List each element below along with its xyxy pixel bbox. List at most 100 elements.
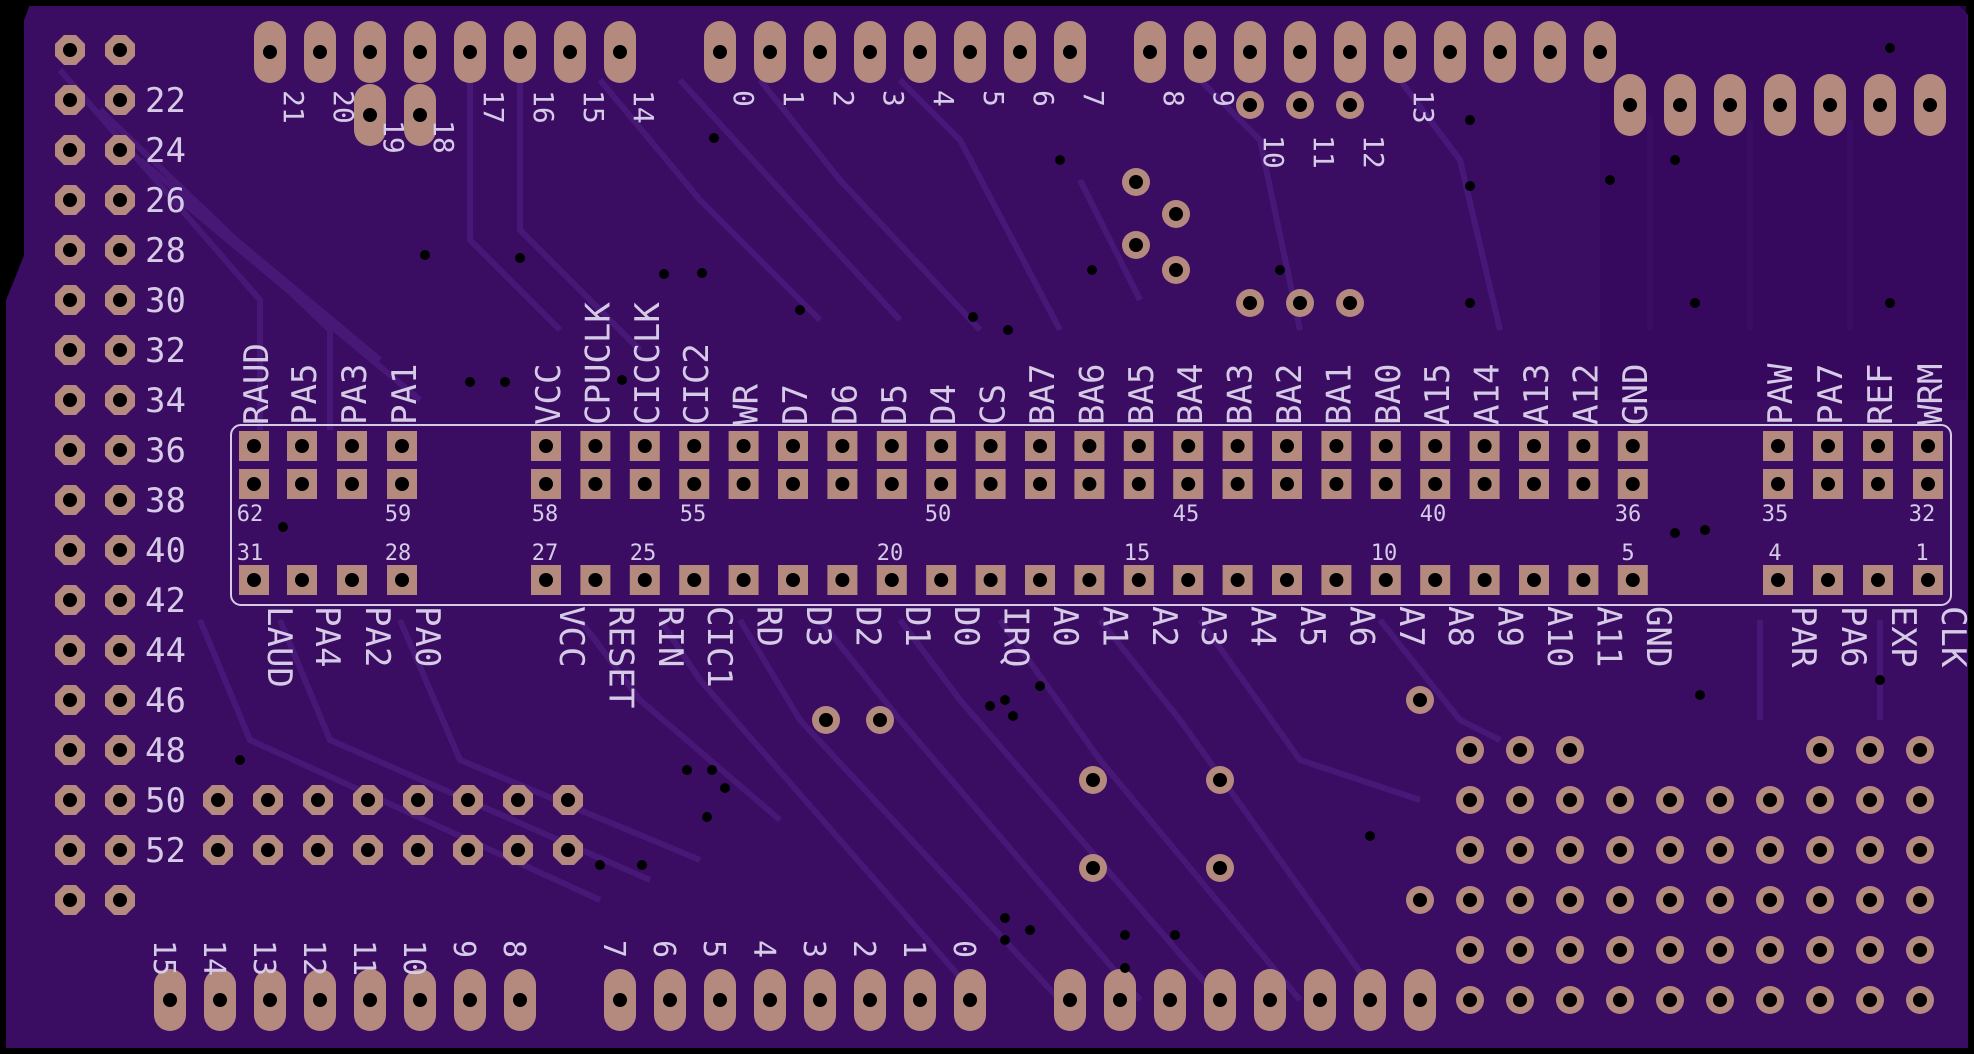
connector-bottom-signal: PA4 — [307, 606, 347, 667]
connector-pad — [1074, 469, 1105, 499]
top-header-pad — [704, 21, 736, 83]
connector-top-signal: VCC — [529, 364, 569, 425]
connector-top-signal: D6 — [825, 384, 865, 425]
connector-top-signal: WRM — [1911, 364, 1951, 425]
pin-number: 36 — [1615, 502, 1642, 527]
top-header-pad — [754, 21, 786, 83]
proto-pad — [1706, 986, 1734, 1014]
vias — [235, 43, 1895, 973]
top-header-pad — [1334, 21, 1366, 83]
connector-top-signal: BA1 — [1319, 364, 1359, 425]
connector-bottom-signal: A4 — [1243, 606, 1283, 647]
proto-pad — [1856, 736, 1884, 764]
connector-pad — [1913, 431, 1943, 461]
left-header-pad — [55, 335, 85, 365]
connector-top-signal: D4 — [924, 384, 964, 425]
connector-pad — [1568, 469, 1599, 499]
aux-pad — [203, 785, 233, 815]
top-header-label: 2 — [827, 90, 860, 107]
connector-pad — [1420, 565, 1451, 595]
pin-number: 31 — [237, 541, 264, 566]
proto-pad — [1556, 986, 1584, 1014]
connector-pad — [926, 469, 957, 499]
connector-pad — [827, 469, 858, 499]
connector-pad — [387, 431, 417, 461]
proto-pad — [1756, 786, 1784, 814]
via — [500, 377, 510, 387]
connector-pad — [1617, 431, 1648, 461]
pin-number: 25 — [630, 541, 657, 566]
top-header-pad — [304, 21, 336, 83]
top-header-pad — [1714, 74, 1746, 136]
connector-pad — [337, 565, 367, 595]
connector-pad — [1519, 565, 1549, 595]
via — [709, 133, 719, 143]
connector-bottom-signal: RD — [749, 606, 789, 647]
bottom-header-label: 10 — [396, 940, 431, 976]
bottom-header-pad — [254, 969, 286, 1031]
connector-pad — [679, 431, 710, 461]
connector-bottom-signal: A1 — [1094, 606, 1134, 647]
connector-pad — [387, 469, 417, 499]
left-header-pad — [105, 385, 135, 415]
connector-bottom-signal: A11 — [1588, 606, 1628, 667]
aux-pad — [353, 785, 383, 815]
left-header-label: 42 — [145, 581, 186, 621]
connector-pad — [1913, 469, 1943, 499]
bottom-header-label: 0 — [946, 940, 981, 958]
misc-pad — [1079, 854, 1107, 882]
proto-pad — [1856, 986, 1884, 1014]
bottom-header-pad — [1404, 969, 1436, 1031]
proto-pad — [1556, 736, 1584, 764]
bottom-header-label: 14 — [196, 940, 231, 976]
left-header-pad — [105, 135, 135, 165]
connector-bottom-signal: D0 — [946, 606, 986, 647]
ground-fill — [1600, 6, 1966, 400]
top-header-pad — [1764, 74, 1796, 136]
aux-pad — [303, 785, 333, 815]
pin-number: 10 — [1371, 541, 1398, 566]
pin-number: 27 — [532, 541, 559, 566]
connector-pad — [287, 565, 317, 595]
proto-pad — [1756, 936, 1784, 964]
proto-pad — [1506, 736, 1534, 764]
top-header-pad — [1336, 91, 1364, 119]
connector-pad — [876, 565, 907, 595]
top-header-label: 13 — [1407, 90, 1440, 124]
bottom-header-pad — [1304, 969, 1336, 1031]
proto-pad — [1906, 886, 1934, 914]
bottom-header-pad — [704, 969, 736, 1031]
proto-pad — [1806, 936, 1834, 964]
proto-pad — [1656, 986, 1684, 1014]
via — [1465, 298, 1475, 308]
connector-bottom-signal: D1 — [897, 606, 937, 647]
connector-top-signal: PAW — [1761, 363, 1801, 425]
connector-top-signal: A13 — [1517, 364, 1557, 425]
connector-pad — [1272, 469, 1302, 499]
left-header-pad — [55, 585, 85, 615]
proto-pad — [1456, 986, 1484, 1014]
connector-pad — [926, 565, 957, 595]
proto-pad — [1806, 886, 1834, 914]
connector-top-signal: REF — [1861, 364, 1901, 425]
connector-pad — [1173, 565, 1204, 595]
via — [420, 250, 430, 260]
proto-pad — [1456, 736, 1484, 764]
left-header-label: 48 — [145, 731, 186, 771]
connector-pad — [1025, 431, 1055, 461]
connector-pad — [580, 565, 611, 595]
aux-pad — [253, 785, 283, 815]
connector-bottom-signal: EXP — [1883, 606, 1923, 667]
via — [278, 522, 288, 532]
bottom-header-label: 7 — [596, 940, 631, 958]
pin-number: 15 — [1124, 541, 1151, 566]
connector-pad — [1617, 565, 1648, 595]
via — [1120, 963, 1130, 973]
left-header-pad — [55, 235, 85, 265]
top-header-pad — [1284, 21, 1316, 83]
connector-bottom-signal: A10 — [1539, 606, 1579, 667]
top-header-pad — [404, 21, 436, 83]
proto-pad — [1756, 886, 1784, 914]
connector-pad — [287, 431, 317, 461]
via — [1695, 690, 1705, 700]
